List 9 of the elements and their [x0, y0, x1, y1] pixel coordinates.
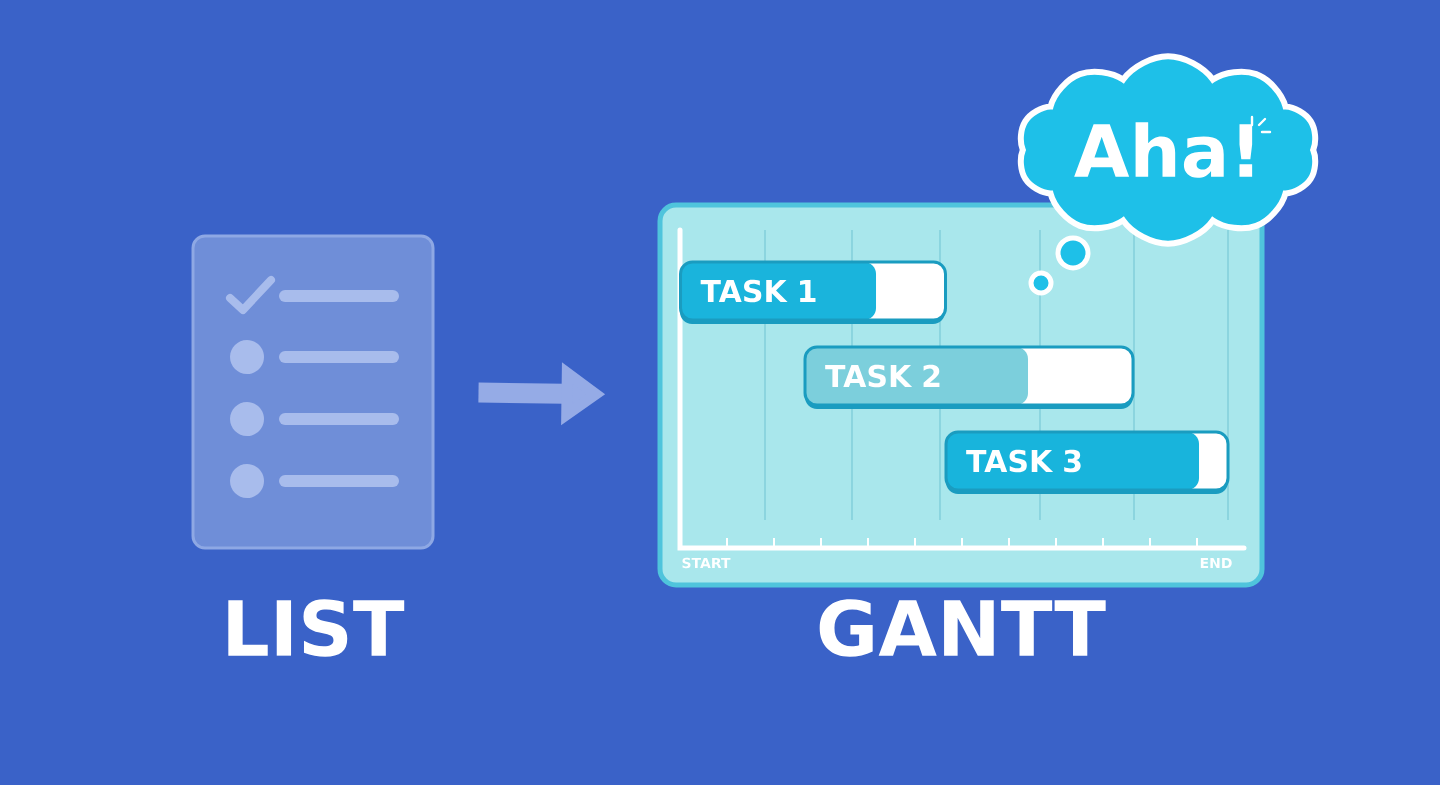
checklist-drawing: [191, 234, 435, 550]
axis-label: START: [682, 557, 731, 569]
axis-label: END: [1200, 557, 1232, 569]
task-bar: TASK 1: [679, 260, 947, 324]
task-bar: TASK 3: [944, 430, 1230, 494]
caption-label: GANTT: [819, 599, 1106, 657]
thought-cloud: Aha!: [1017, 53, 1319, 247]
caption-label: LIST: [228, 599, 405, 657]
task-bar: TASK 2: [803, 345, 1135, 409]
